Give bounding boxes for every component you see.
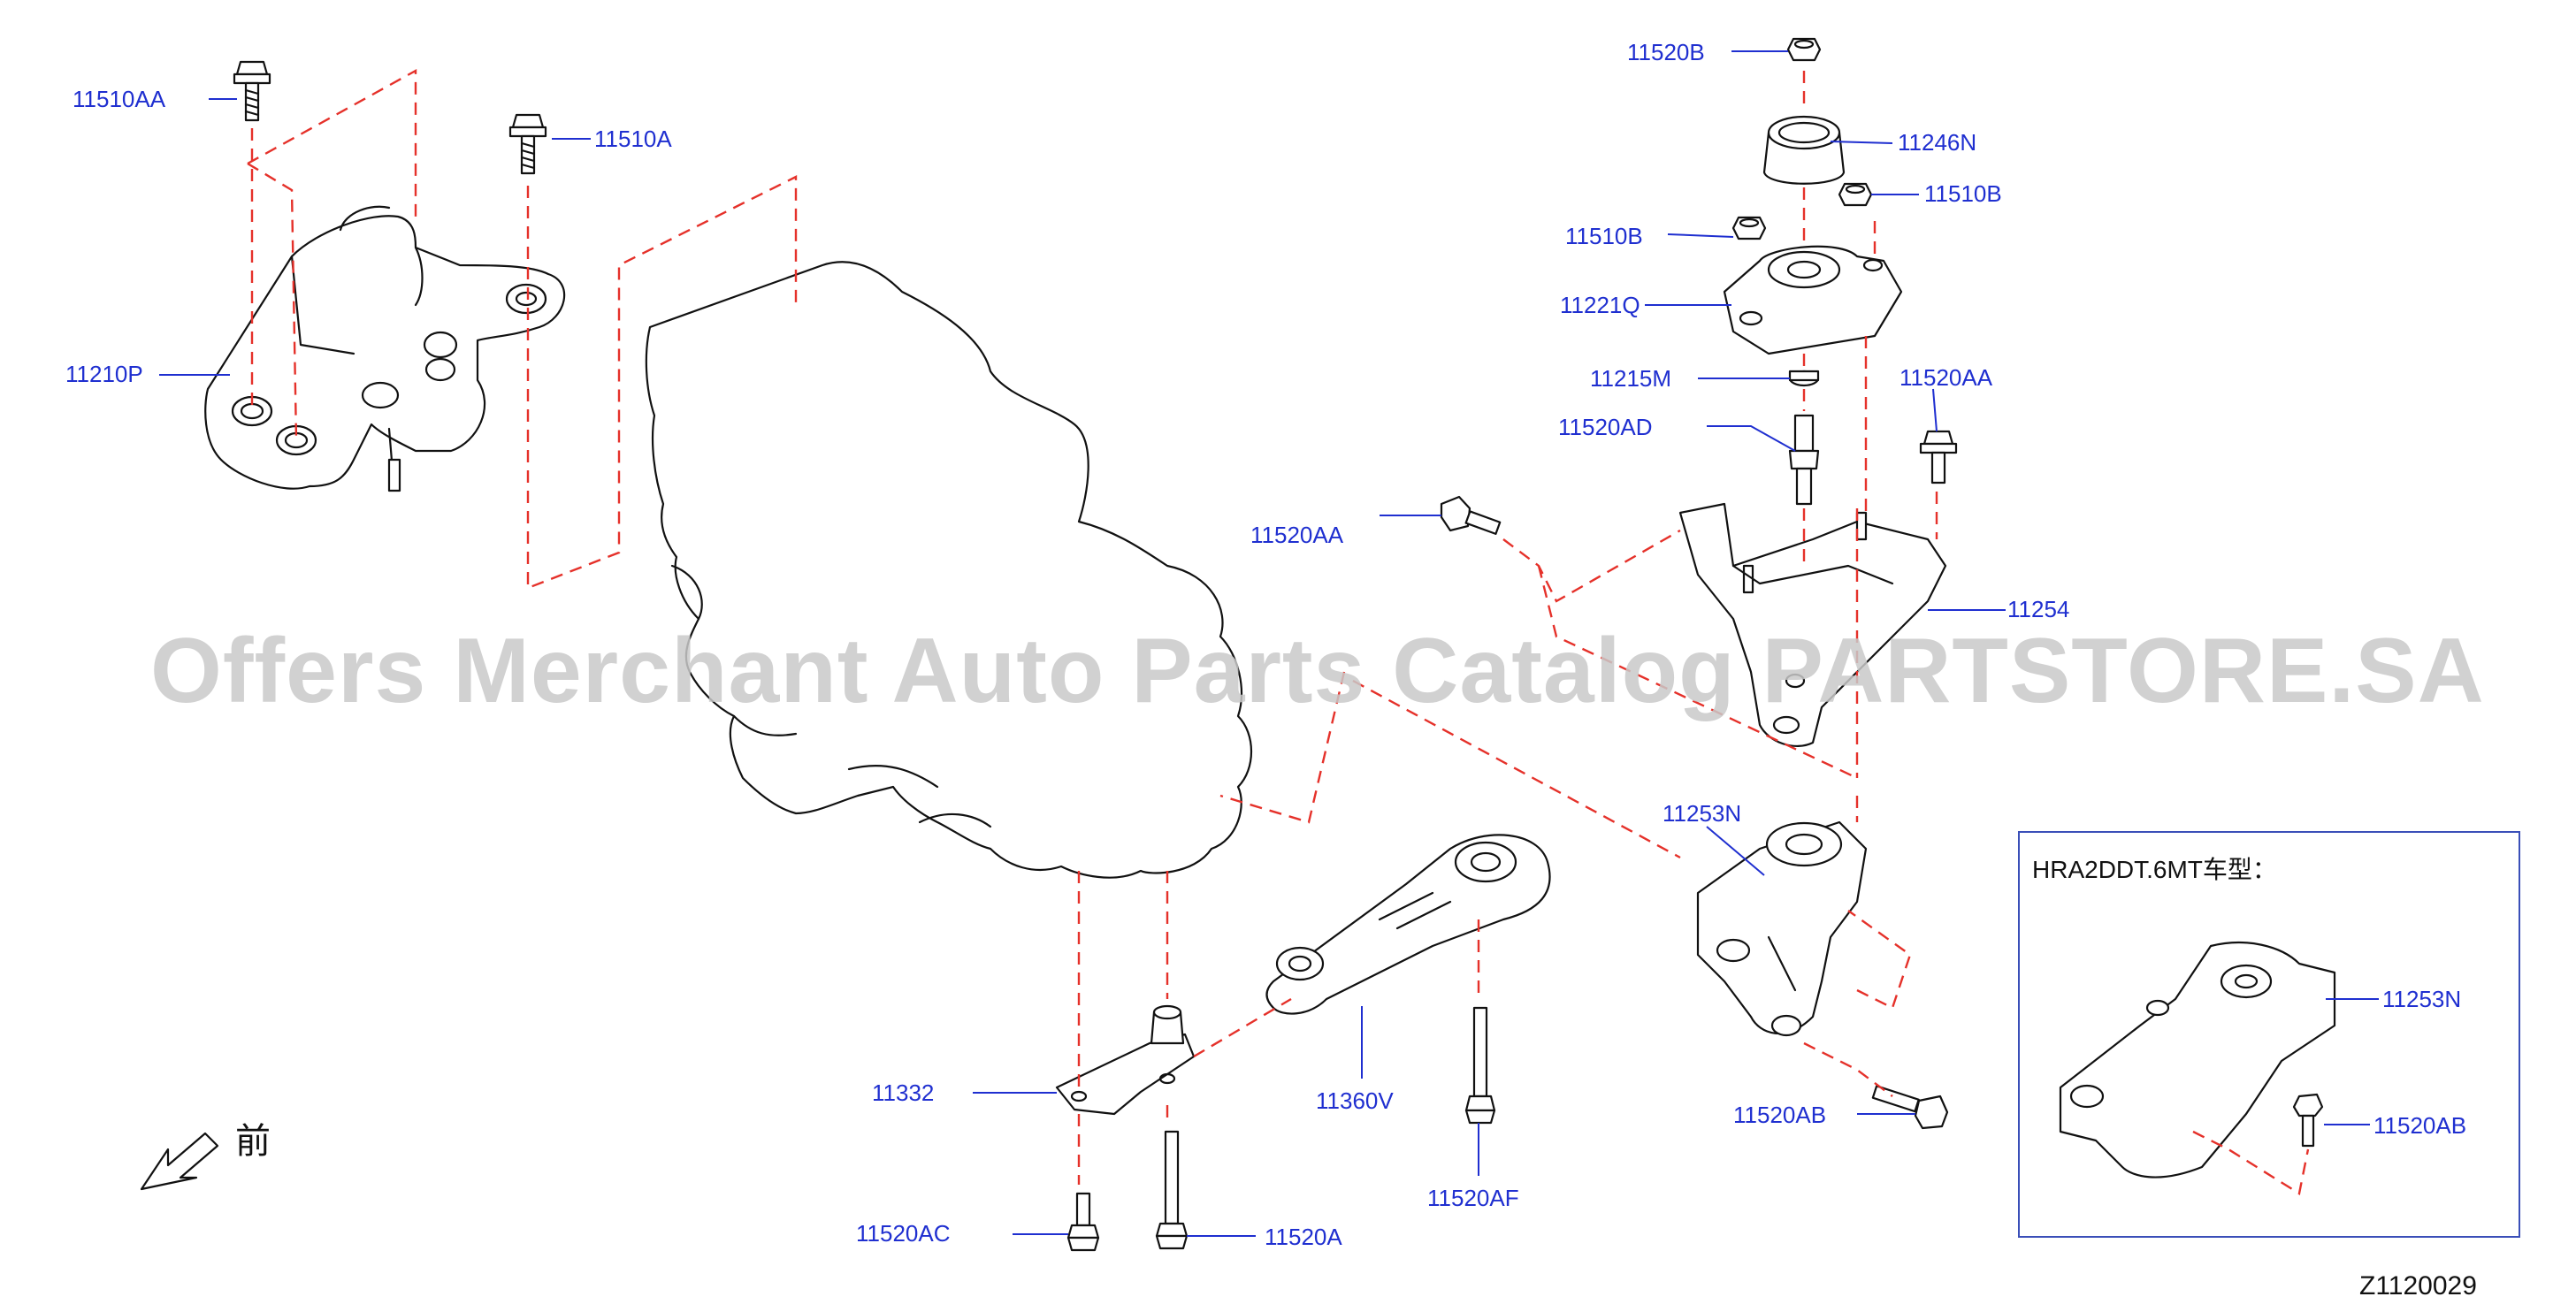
- nut-11520b: [1786, 37, 1822, 62]
- inset-part-label-11253n[interactable]: 11253N: [2382, 986, 2462, 1012]
- alignment-dashed-lines: [247, 68, 1938, 1185]
- bracket-11254: [1678, 502, 1947, 747]
- washer-11215m: [1788, 370, 1820, 387]
- inset-title: HRA2DDT.6MT车型：: [2032, 856, 2277, 883]
- part-label-11520aa-left[interactable]: 11520AA: [1250, 522, 1344, 548]
- part-label-11520aa-right[interactable]: 11520AA: [1900, 364, 1993, 391]
- front-direction-label: 前: [235, 1121, 271, 1162]
- insulator-11246n: [1762, 115, 1846, 185]
- part-label-11510b-left[interactable]: 11510B: [1565, 223, 1643, 249]
- front-arrow-icon: [140, 1132, 219, 1191]
- bracket-11253n: [1696, 820, 1868, 1037]
- engine-block: [645, 261, 1253, 879]
- bolt-11510aa: [233, 60, 271, 122]
- bolt-11520aa-left: [1440, 495, 1502, 535]
- part-label-11520ad[interactable]: 11520AD: [1558, 414, 1653, 440]
- bolt-11510a: [508, 113, 547, 175]
- stud-11520ad: [1788, 414, 1820, 506]
- bracket-11332: [1055, 1004, 1196, 1116]
- part-label-11332[interactable]: 11332: [872, 1079, 935, 1106]
- diagram-id: Z1120029: [2359, 1271, 2477, 1301]
- part-label-11510aa[interactable]: 11510AA: [73, 86, 166, 112]
- bolt-11520af: [1464, 1006, 1496, 1125]
- watermark-text: Offers Merchant Auto Parts Catalog PARTS…: [150, 620, 2485, 722]
- part-label-11510a[interactable]: 11510A: [594, 126, 672, 152]
- nut-11510b-left: [1731, 216, 1767, 240]
- inset-part-label-11520ab[interactable]: 11520AB: [2373, 1112, 2467, 1139]
- part-label-11520b[interactable]: 11520B: [1627, 39, 1705, 65]
- variant-inset-box: [2018, 831, 2520, 1238]
- torque-rod-11360v: [1265, 834, 1551, 1015]
- part-label-11215m[interactable]: 11215M: [1590, 365, 1672, 392]
- inset-bracket-11253n: [2059, 941, 2379, 1195]
- part-label-11210p[interactable]: 11210P: [65, 361, 143, 387]
- part-label-11520ab[interactable]: 11520AB: [1733, 1102, 1827, 1128]
- part-label-11221q[interactable]: 11221Q: [1560, 292, 1640, 318]
- part-label-11360v[interactable]: 11360V: [1316, 1087, 1394, 1114]
- part-label-11246n[interactable]: 11246N: [1898, 129, 1977, 156]
- bolt-11520a: [1155, 1130, 1189, 1250]
- leader-lines: [159, 50, 2006, 1237]
- part-label-11510b-right[interactable]: 11510B: [1924, 180, 2002, 207]
- part-label-11254[interactable]: 11254: [2007, 596, 2070, 622]
- bolt-11520ab: [1871, 1085, 1949, 1130]
- part-label-11520af[interactable]: 11520AF: [1427, 1185, 1519, 1211]
- mount-11221q: [1723, 245, 1903, 355]
- mount-bracket-11210p: [204, 205, 566, 492]
- bolt-11520ac: [1066, 1192, 1100, 1252]
- part-label-11520a[interactable]: 11520A: [1265, 1224, 1342, 1250]
- part-label-11253n[interactable]: 11253N: [1663, 800, 1742, 827]
- bolt-11520aa-right: [1919, 430, 1958, 484]
- nut-11510b-right: [1838, 182, 1873, 207]
- part-label-11520ac[interactable]: 11520AC: [856, 1220, 951, 1247]
